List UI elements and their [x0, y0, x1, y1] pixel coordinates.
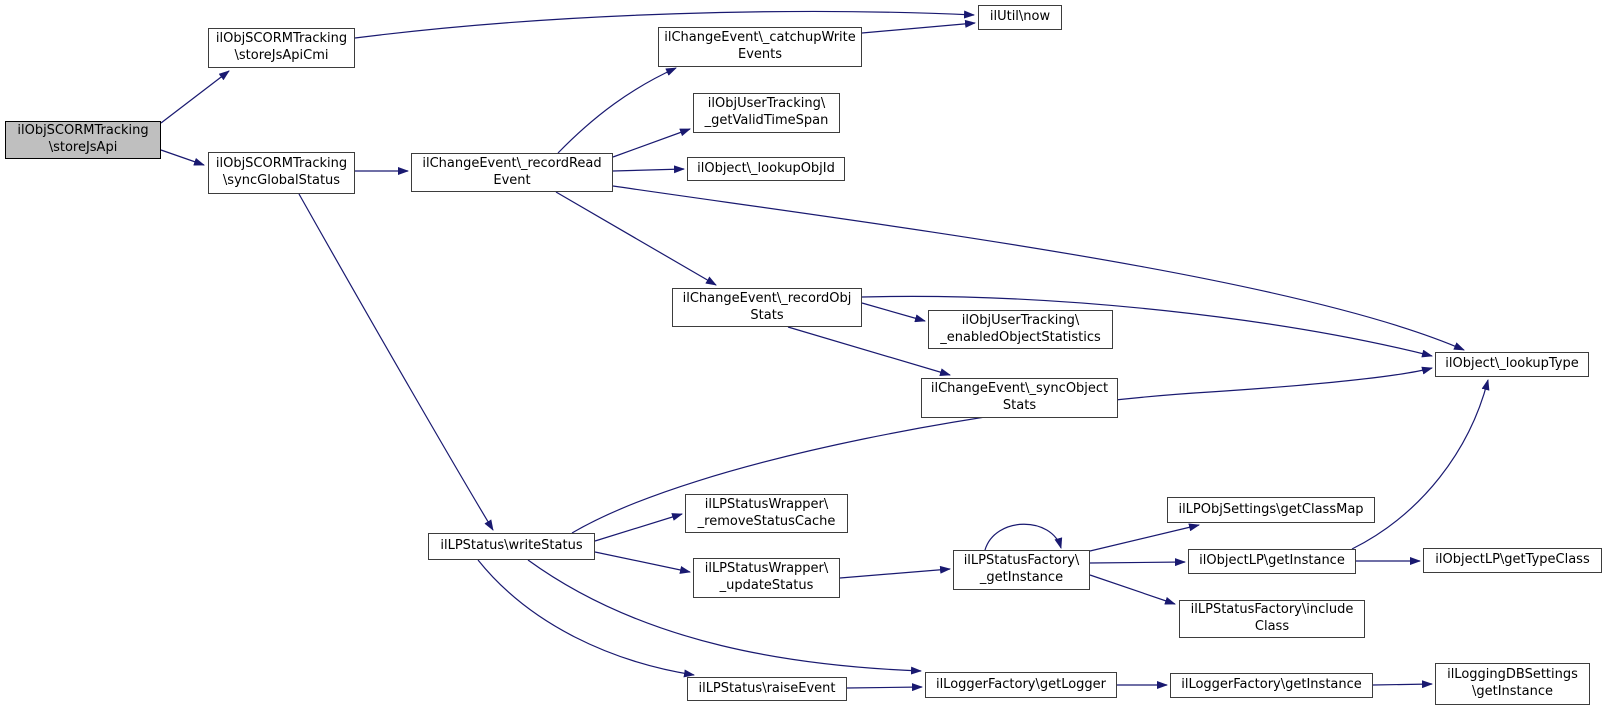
- graph-node-enabledObjectStatistics[interactable]: ilObjUserTracking\_enabledObjectStatisti…: [928, 310, 1113, 349]
- node-label-line: ilLPStatusFactory\include: [1190, 602, 1354, 618]
- node-label-line: ilLPStatusWrapper\: [704, 496, 829, 512]
- edge-raiseEvent-to-getLogger: [846, 683, 923, 692]
- edge-recordObjStats-to-syncObjectStats: [787, 326, 951, 376]
- graph-node-updateStatus[interactable]: ilLPStatusWrapper\_updateStatus: [693, 558, 840, 598]
- edge-recordObjStats-to-enabledObjectStatistics: [861, 302, 926, 323]
- edge-lpFactoryGetInstance-to-getClassMap: [1089, 523, 1200, 552]
- edge-lpFactoryGetInstance-to-objectLpGetInstance: [1089, 558, 1186, 567]
- node-label-line: ilObjectLP\getInstance: [1199, 553, 1345, 569]
- node-label-line: ilObject\_lookupObjId: [697, 160, 835, 176]
- graph-node-loggerGetInstance[interactable]: ilLoggerFactory\getInstance: [1170, 673, 1373, 698]
- graph-node-lpFactoryGetInstance[interactable]: ilLPStatusFactory\_getInstance: [953, 550, 1090, 590]
- graph-node-loggingDbGetInstance[interactable]: ilLoggingDBSettings\getInstance: [1435, 663, 1590, 705]
- graph-node-objectLpGetInstance[interactable]: ilObjectLP\getInstance: [1188, 549, 1356, 574]
- node-label-line: Event: [493, 172, 531, 188]
- node-label-line: ilObjUserTracking\: [961, 312, 1080, 328]
- node-label-line: _enabledObjectStatistics: [940, 329, 1101, 345]
- node-label-line: ilChangeEvent\_recordObj: [682, 290, 852, 306]
- graph-node-ilUtilNow[interactable]: ilUtil\now: [978, 5, 1062, 30]
- edge-recordObjStats-to-lookupType: [861, 295, 1433, 358]
- graph-node-writeStatus[interactable]: ilLPStatus\writeStatus: [428, 533, 595, 560]
- edge-storeJsApi-to-syncGlobalStatus: [160, 149, 205, 166]
- edge-recordReadEvent-to-recordObjStats: [555, 191, 717, 286]
- node-label-line: \syncGlobalStatus: [222, 173, 341, 188]
- edge-recordReadEvent-to-lookupObjId: [612, 165, 685, 174]
- graph-node-storeJsApi[interactable]: ilObjSCORMTracking\storeJsApi: [5, 121, 161, 159]
- graph-node-lookupObjId[interactable]: ilObject\_lookupObjId: [687, 157, 845, 181]
- graph-node-syncGlobalStatus[interactable]: ilObjSCORMTracking\syncGlobalStatus: [208, 152, 355, 194]
- graph-node-removeStatusCache[interactable]: ilLPStatusWrapper\_removeStatusCache: [685, 494, 848, 533]
- node-label-line: ilLoggingDBSettings: [1447, 667, 1578, 683]
- node-label-line: ilChangeEvent\_recordRead: [422, 155, 602, 171]
- edge-lpFactoryGetInstance-to-lpFactoryGetInstance: [984, 523, 1063, 551]
- node-label-line: ilLPStatus\raiseEvent: [698, 680, 836, 696]
- node-label-line: ilLPObjSettings\getClassMap: [1178, 501, 1364, 517]
- node-label-line: ilChangeEvent\_catchupWrite: [664, 30, 856, 46]
- node-label-line: Class: [1254, 619, 1290, 634]
- graph-node-getTypeClass[interactable]: ilObjectLP\getTypeClass: [1423, 548, 1602, 573]
- node-label-line: ilChangeEvent\_syncObject: [930, 381, 1109, 397]
- edge-writeStatus-to-updateStatus: [594, 551, 691, 574]
- edge-writeStatus-to-removeStatusCache: [594, 513, 683, 542]
- edge-lpFactoryGetInstance-to-includeClass: [1089, 574, 1176, 605]
- node-label-line: ilLoggerFactory\getInstance: [1181, 677, 1362, 693]
- edge-syncGlobalStatus-to-writeStatus: [298, 193, 494, 531]
- edge-writeStatus-to-getLogger: [527, 559, 922, 675]
- node-label-line: ilObjUserTracking\: [707, 96, 826, 112]
- node-label-line: ilLPStatusFactory\: [963, 553, 1080, 569]
- node-label-line: _removeStatusCache: [697, 513, 836, 529]
- node-label-line: _getInstance: [979, 570, 1064, 585]
- graph-node-getClassMap[interactable]: ilLPObjSettings\getClassMap: [1167, 497, 1375, 523]
- edge-updateStatus-to-lpFactoryGetInstance: [839, 565, 951, 579]
- node-label-line: ilUtil\now: [989, 9, 1051, 25]
- node-label-line: _getValidTimeSpan: [704, 113, 829, 128]
- node-label-line: \getInstance: [1471, 684, 1554, 699]
- edge-storeJsApi-to-storeJsApiCmi: [160, 70, 230, 124]
- edge-recordReadEvent-to-catchupWriteEvents: [557, 67, 677, 154]
- node-label-line: ilLPStatusWrapper\: [704, 561, 829, 577]
- node-label-line: _updateStatus: [719, 578, 814, 593]
- graph-node-getValidTimeSpan[interactable]: ilObjUserTracking\_getValidTimeSpan: [693, 93, 840, 133]
- graph-node-raiseEvent[interactable]: ilLPStatus\raiseEvent: [687, 677, 847, 701]
- node-label-line: \storeJsApiCmi: [234, 48, 329, 63]
- graph-node-getLogger[interactable]: ilLoggerFactory\getLogger: [925, 672, 1117, 698]
- edge-loggerGetInstance-to-loggingDbGetInstance: [1372, 680, 1433, 689]
- node-label-line: ilLPStatus\writeStatus: [440, 538, 583, 554]
- node-label-line: ilObjectLP\getTypeClass: [1435, 552, 1590, 568]
- edge-recordReadEvent-to-lookupType: [612, 185, 1465, 351]
- edge-storeJsApiCmi-to-ilUtilNow: [354, 10, 975, 39]
- edge-catchupWriteEvents-to-ilUtilNow: [861, 19, 976, 34]
- edge-recordReadEvent-to-getValidTimeSpan: [612, 128, 691, 158]
- node-label-line: \storeJsApi: [48, 140, 118, 155]
- graph-node-storeJsApiCmi[interactable]: ilObjSCORMTracking\storeJsApiCmi: [208, 28, 355, 68]
- node-label-line: Stats: [1002, 398, 1037, 413]
- graph-node-lookupType[interactable]: ilObject\_lookupType: [1435, 352, 1589, 377]
- node-label-line: Stats: [750, 307, 784, 323]
- node-label-line: ilLoggerFactory\getLogger: [935, 676, 1107, 692]
- node-label-line: ilObjSCORMTracking: [215, 31, 348, 47]
- node-label-line: ilObjSCORMTracking: [17, 123, 149, 139]
- edge-writeStatus-to-raiseEvent: [477, 559, 695, 678]
- node-label-line: Events: [737, 47, 782, 62]
- edge-objectLpGetInstance-to-lookupType: [1351, 379, 1490, 550]
- node-label-line: ilObject\_lookupType: [1445, 356, 1579, 372]
- node-label-line: ilObjSCORMTracking: [215, 156, 348, 172]
